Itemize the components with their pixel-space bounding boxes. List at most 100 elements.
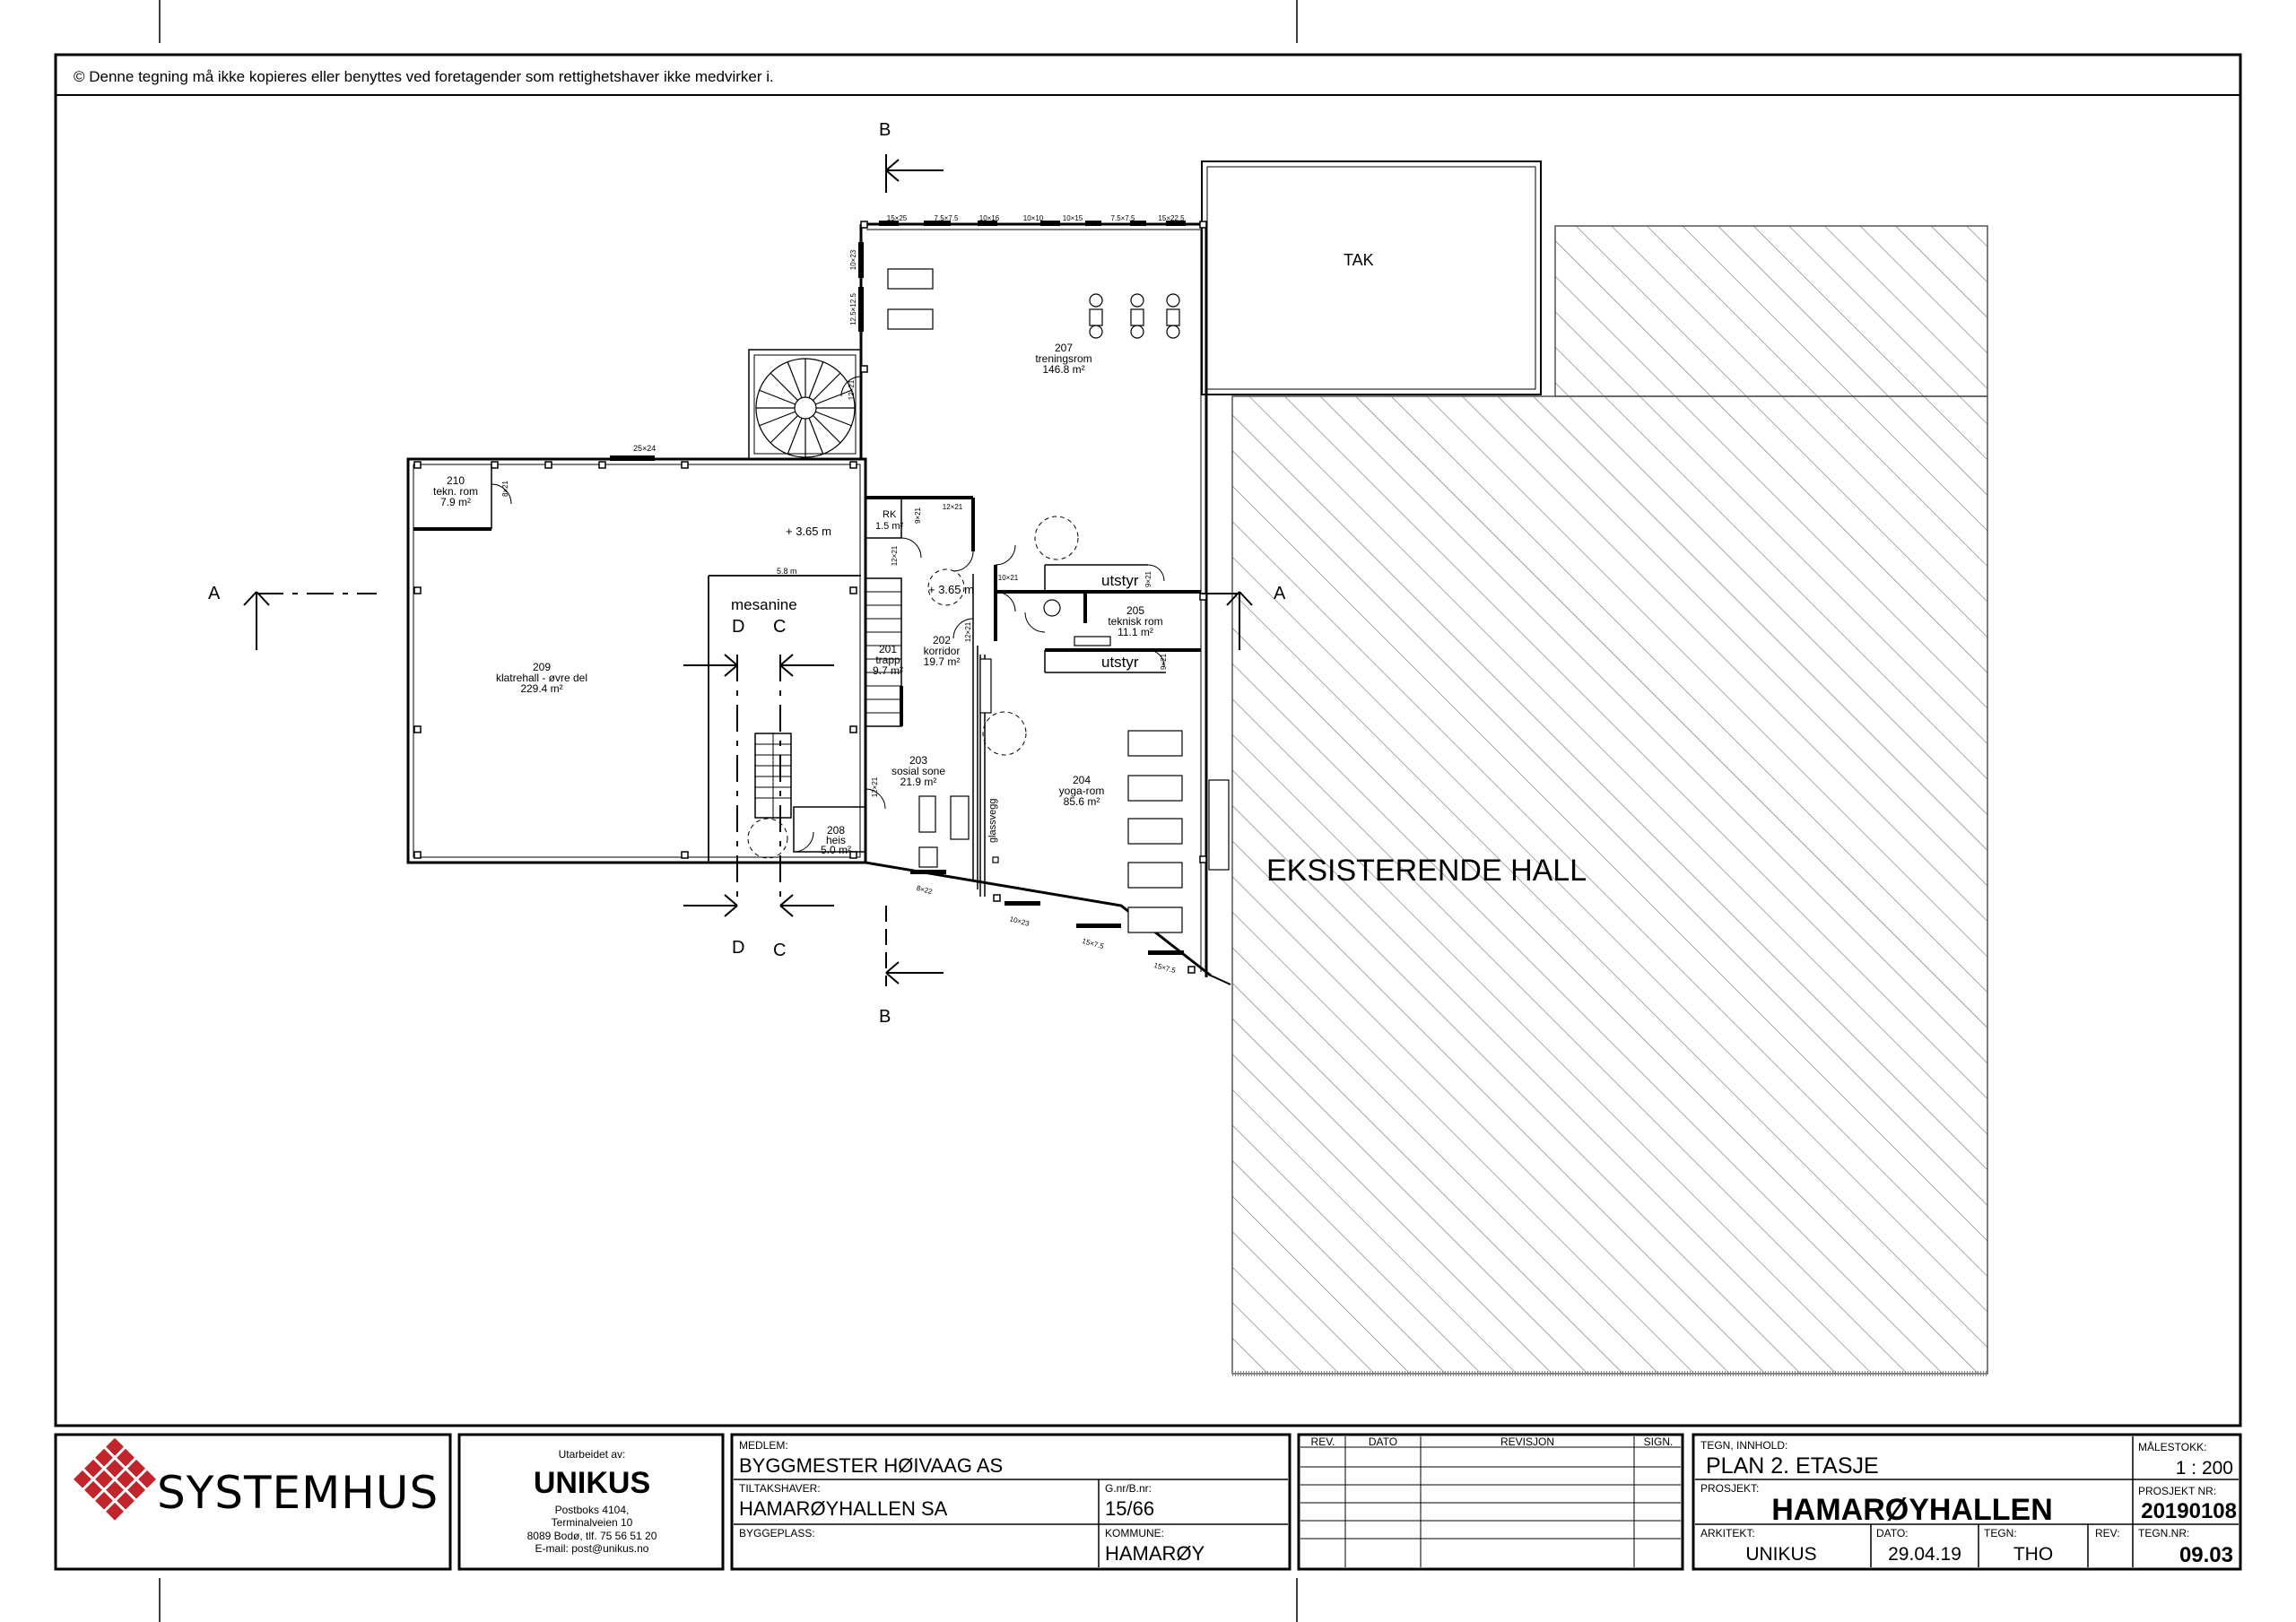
room-207-area: 146.8 m²: [1042, 363, 1084, 376]
room-202-name: korridor: [924, 645, 961, 657]
room-210-name: tekn. rom: [433, 485, 478, 498]
address-line-3: 8089 Bodø, tlf. 75 56 51 20: [527, 1530, 657, 1542]
room-208-id: 208: [827, 824, 845, 837]
prosjekt-nr-label: PROSJEKT NR:: [2138, 1485, 2216, 1497]
window-dim: 15×22.5: [1158, 214, 1185, 222]
address-line-2: Terminalveien 10: [552, 1516, 633, 1529]
section-c-top: C: [773, 617, 786, 637]
door-dim: 12×21: [891, 545, 899, 566]
room-208-area: 5.0 m²: [821, 844, 851, 856]
furniture: [887, 268, 1230, 933]
window-dim: 12.5×12.5: [849, 293, 857, 325]
room-205-area: 11.1 m²: [1118, 626, 1153, 638]
prosjekt-label: PROSJEKT:: [1700, 1482, 1759, 1495]
address-line-4: E-mail: post@unikus.no: [535, 1542, 649, 1555]
level-label-1: + 3.65 m: [786, 525, 831, 538]
tiltakshaver-value: HAMARØYHALLEN SA: [739, 1497, 948, 1520]
section-d-top: D: [732, 617, 744, 637]
window-dim: 15×7.5: [1082, 937, 1106, 950]
window-dim: 15×25: [887, 214, 908, 222]
rk-label: RK: [883, 509, 897, 520]
door-dim: 12×21: [848, 379, 856, 400]
window-dim: 10×23: [1009, 915, 1031, 928]
existing-hall: EKSISTERENDE HALL: [1231, 225, 1988, 1376]
medlem-label: MEDLEM:: [739, 1439, 788, 1452]
systemhus-logo: [74, 1437, 156, 1521]
tegn-nr-label: TEGN.NR:: [2138, 1527, 2189, 1540]
dato-value: 29.04.19: [1888, 1544, 1961, 1565]
prepared-by-label: Utarbeidet av:: [559, 1448, 626, 1461]
medlem-value: BYGGMESTER HØIVAAG AS: [739, 1454, 1003, 1477]
revision-table: REV. DATO REVISJON SIGN.: [1311, 1436, 1674, 1448]
section-b-top: B: [879, 120, 891, 140]
room-204-area: 85.6 m²: [1064, 795, 1100, 808]
rk-area: 1.5 m²: [875, 521, 904, 532]
brand-name: SYSTEMHUS: [157, 1467, 439, 1519]
room-209-area: 229.4 m²: [520, 682, 562, 695]
room-203-area: 21.9 m²: [900, 776, 937, 788]
address-line-1: Postboks 4104,: [555, 1504, 630, 1516]
room-209-id: 209: [533, 661, 551, 673]
tegn-nr-value: 09.03: [2179, 1543, 2233, 1567]
drawing-info-block: TEGN, INNHOLD: PLAN 2. ETASJE MÅLESTOKK:…: [1700, 1439, 2237, 1567]
utstyr-label-2: utstyr: [1101, 654, 1139, 671]
window-dim: 8×22: [916, 884, 934, 896]
room-201-id: 201: [879, 643, 897, 655]
door-dim: 12×21: [964, 621, 972, 642]
prosjekt-value: HAMARØYHALLEN: [1771, 1493, 2053, 1527]
window-dim: 7.5×7.5: [1111, 214, 1135, 222]
dimension-5-8: 5.8 m: [777, 567, 797, 576]
door-dim: 9×21: [1144, 570, 1152, 587]
tegn-value: THO: [2013, 1544, 2053, 1565]
roof-label: TAK: [1344, 251, 1374, 269]
door-dim: 12×21: [943, 503, 963, 511]
prosjekt-nr-value: 20190108: [2141, 1499, 2237, 1523]
room-203-id: 203: [909, 754, 927, 767]
room-210-id: 210: [447, 474, 465, 487]
existing-hall-label: EKSISTERENDE HALL: [1266, 854, 1587, 888]
door-dim: 8×21: [501, 480, 509, 497]
window-dim: 7.5×7.5: [935, 214, 959, 222]
room-202-area: 19.7 m²: [924, 655, 961, 668]
section-b-bottom: B: [879, 1007, 891, 1027]
column-markers: [413, 221, 1207, 974]
gnr-label: G.nr/B.nr:: [1105, 1482, 1152, 1495]
dato-header: DATO: [1369, 1436, 1397, 1448]
room-207-name: treningsrom: [1035, 352, 1091, 365]
section-a-left: A: [208, 584, 221, 603]
kommune-value: HAMARØY: [1105, 1542, 1205, 1565]
malestokk-label: MÅLESTOKK:: [2138, 1440, 2206, 1453]
building-walls: [406, 222, 1231, 985]
room-203-name: sosial sone: [891, 765, 945, 777]
section-d-bottom: D: [732, 938, 744, 958]
roof-area: TAK: [1201, 160, 1542, 395]
window-dim: 10×16: [979, 214, 1000, 222]
byggeplass-label: BYGGEPLASS:: [739, 1527, 815, 1540]
malestokk-value: 1 : 200: [2176, 1458, 2233, 1479]
door-dimension-labels: 8×21 12×21 12×21 9×21 12×21 10×21 12×21 …: [501, 379, 1168, 797]
door-dim: 9×21: [914, 507, 922, 524]
window-dim: 10×23: [849, 249, 857, 270]
door-swings: [491, 376, 1165, 859]
unikus-block: Utarbeidet av: UNIKUS Postboks 4104, Ter…: [527, 1448, 657, 1555]
level-label-2: + 3.65 m: [928, 583, 974, 596]
section-lines: [243, 154, 1253, 986]
room-labels: 210 tekn. rom 7.9 m² 209 klatrehall - øv…: [433, 342, 1163, 856]
innhold-value: PLAN 2. ETASJE: [1706, 1453, 1879, 1479]
rev-label: REV:: [2095, 1527, 2120, 1540]
room-201-area: 9.7 m²: [873, 664, 903, 677]
section-labels: A A B B D C D C: [208, 120, 1286, 1027]
revisjon-header: REVISJON: [1500, 1436, 1554, 1448]
door-dim: 12×21: [871, 776, 879, 797]
room-210-area: 7.9 m²: [440, 496, 471, 508]
gnr-value: 15/66: [1105, 1497, 1154, 1520]
room-208-name: heis: [826, 834, 846, 846]
sign-header: SIGN.: [1644, 1436, 1674, 1448]
room-201-name: trapp: [875, 654, 900, 666]
window-dim: 10×15: [1063, 214, 1083, 222]
sheet-frame: [54, 0, 2242, 1622]
innhold-label: TEGN, INNHOLD:: [1700, 1439, 1787, 1452]
room-209-name: klatrehall - øvre del: [496, 672, 587, 684]
window-dim: 15×7.5: [1153, 961, 1178, 975]
